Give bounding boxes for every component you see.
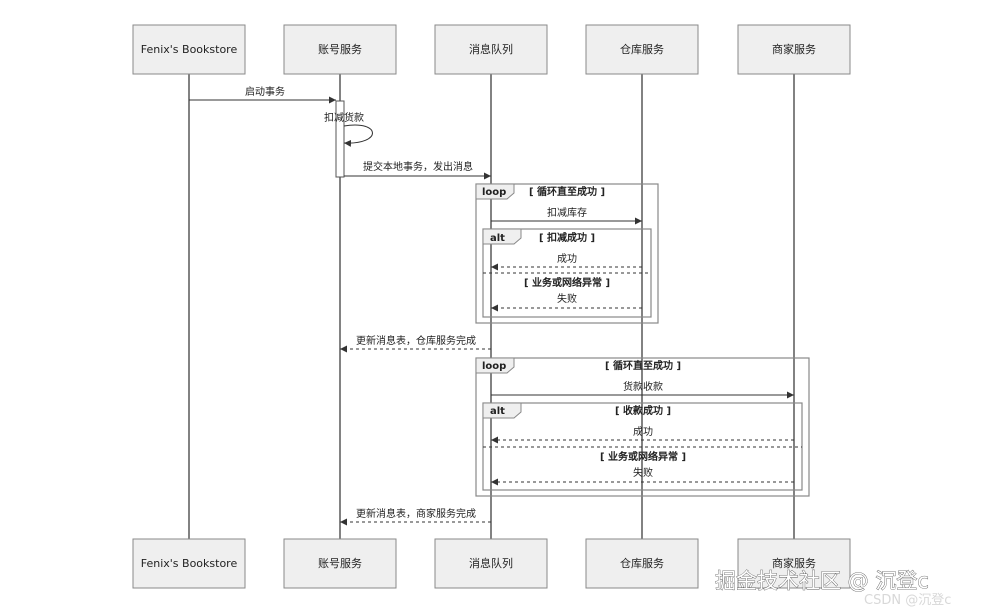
participant-bottom-account-service: 账号服务 <box>283 538 397 589</box>
participant-bottom-merchant-service: 商家服务 <box>737 538 851 589</box>
message-label-goods-payment: 货款收款 <box>623 380 663 393</box>
participant-top-warehouse-service: 仓库服务 <box>585 24 699 75</box>
fragment-guard-exception: [ 业务或网络异常 ] <box>524 276 610 289</box>
participant-label: 消息队列 <box>469 556 513 570</box>
watermark-sub: CSDN @沉登c <box>864 593 951 608</box>
participant-label: Fenix's Bookstore <box>141 43 238 56</box>
message-label-deduct-payment: 扣减货款 <box>324 111 364 124</box>
participant-top-account-service: 账号服务 <box>283 24 397 75</box>
participant-label: 商家服务 <box>772 42 816 56</box>
fragment-guard-exception: [ 业务或网络异常 ] <box>600 450 686 463</box>
fragment-guard-success: [ 扣减成功 ] <box>539 231 595 244</box>
message-label-deduct-stock: 扣减库存 <box>547 206 587 219</box>
fragment-keyword: alt <box>490 406 505 417</box>
message-label-update-merchant-done: 更新消息表，商家服务完成 <box>356 507 476 520</box>
participant-top-bookstore: Fenix's Bookstore <box>132 24 246 75</box>
participant-top-merchant-service: 商家服务 <box>737 24 851 75</box>
activation-bar <box>335 100 345 178</box>
fragment-keyword: loop <box>482 361 506 372</box>
alt-fragment-merchant: alt [ 收款成功 ] [ 业务或网络异常 ] <box>482 402 803 491</box>
participant-bottom-message-queue: 消息队列 <box>434 538 548 589</box>
participant-label: 消息队列 <box>469 42 513 56</box>
message-label-start-transaction: 启动事务 <box>245 85 285 98</box>
participant-label: 仓库服务 <box>620 42 664 56</box>
message-label-warehouse-failure: 失败 <box>557 292 577 305</box>
alt-fragment-warehouse: alt [ 扣减成功 ] [ 业务或网络异常 ] <box>482 228 652 318</box>
participant-label: 账号服务 <box>318 43 362 56</box>
loop-fragment-merchant: loop [ 循环直至成功 ] <box>475 357 810 497</box>
participant-label: Fenix's Bookstore <box>141 557 238 570</box>
message-label-warehouse-success: 成功 <box>557 253 577 265</box>
fragment-keyword: alt <box>490 233 505 244</box>
participant-label: 商家服务 <box>772 556 816 570</box>
watermark-main: 掘金技术社区 @ 沉登c <box>715 569 929 593</box>
participant-label: 仓库服务 <box>620 556 664 570</box>
participant-label: 账号服务 <box>318 557 362 570</box>
fragment-guard: [ 循环直至成功 ] <box>529 185 605 198</box>
message-label-commit-local: 提交本地事务，发出消息 <box>363 160 473 173</box>
participant-top-message-queue: 消息队列 <box>434 24 548 75</box>
participant-bottom-warehouse-service: 仓库服务 <box>585 538 699 589</box>
fragment-guard: [ 循环直至成功 ] <box>605 359 681 372</box>
message-label-merchant-failure: 失败 <box>633 466 653 479</box>
message-label-merchant-success: 成功 <box>633 426 653 438</box>
message-label-update-warehouse-done: 更新消息表，仓库服务完成 <box>356 334 476 347</box>
fragment-guard-success: [ 收款成功 ] <box>615 404 671 417</box>
fragment-keyword: loop <box>482 187 506 198</box>
participant-bottom-bookstore: Fenix's Bookstore <box>132 538 246 589</box>
loop-fragment-warehouse: loop [ 循环直至成功 ] <box>475 183 659 324</box>
message-deduct-payment-self <box>343 124 373 147</box>
